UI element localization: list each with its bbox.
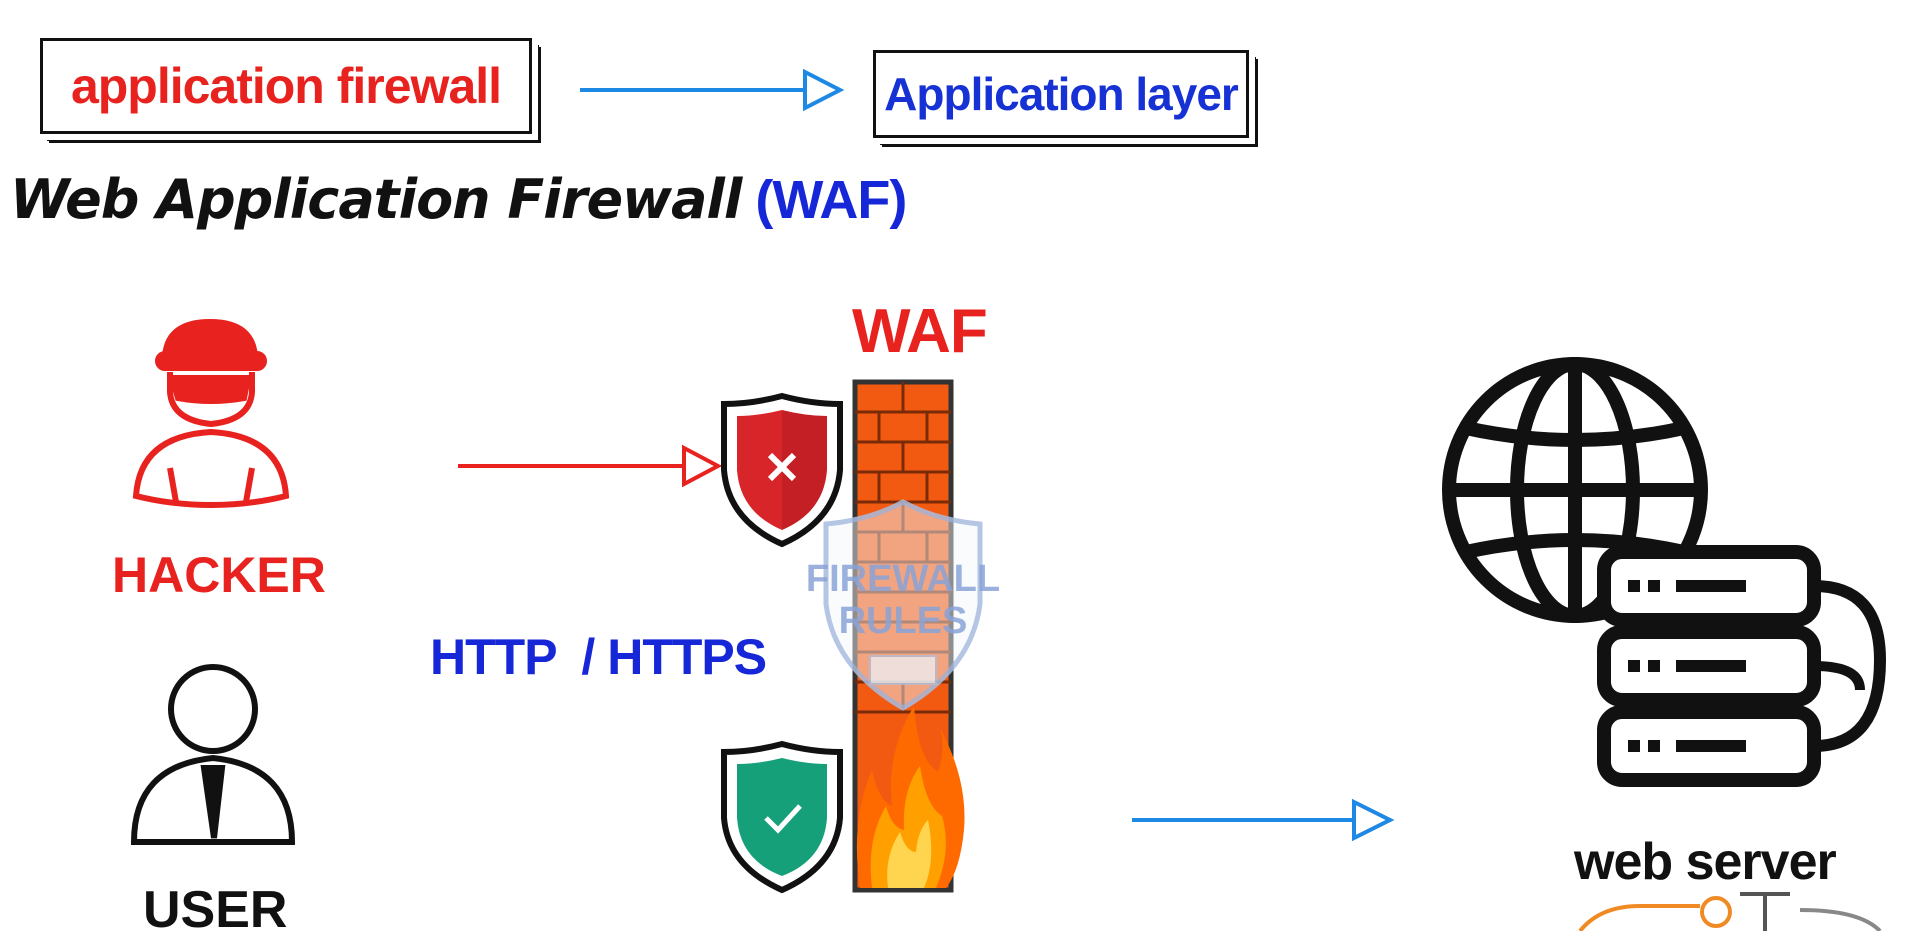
waf-label: WAF [852, 297, 988, 366]
application-layer-box: Application layer [873, 50, 1249, 138]
title-main: Web Application Firewall [10, 168, 742, 231]
allowed-shield-icon [721, 740, 843, 894]
circuit-decoration-icon [1578, 892, 1882, 931]
hacker-label: HACKER [112, 547, 326, 603]
application-firewall-box: application firewall [40, 38, 532, 134]
arrow-top [580, 68, 845, 112]
firewall-rules-shield-icon [823, 499, 983, 711]
firewall-rules-label: FIREWALL RULES [798, 558, 1008, 642]
protocol-label: HTTP / HTTPS [430, 629, 767, 685]
user-label: USER [143, 881, 288, 939]
rules-line-1: FIREWALL [805, 558, 1001, 600]
firewall-wall [852, 379, 954, 893]
globe-icon [1442, 357, 1708, 623]
user-icon [130, 664, 296, 845]
title-abbr: (WAF) [755, 170, 907, 230]
fire-icon [856, 706, 965, 888]
hacker-icon [132, 318, 290, 509]
web-server-label: web server [1574, 833, 1837, 891]
server-icon [1597, 545, 1887, 787]
application-firewall-label: application firewall [70, 58, 502, 114]
page-title: Web Application Firewall(WAF) [10, 168, 907, 231]
arrow-hacker [458, 444, 723, 488]
arrow-to-server [1132, 798, 1395, 842]
blocked-shield-icon [721, 392, 843, 548]
application-layer-label: Application layer [884, 68, 1239, 120]
rules-line-2: RULES [838, 600, 968, 642]
